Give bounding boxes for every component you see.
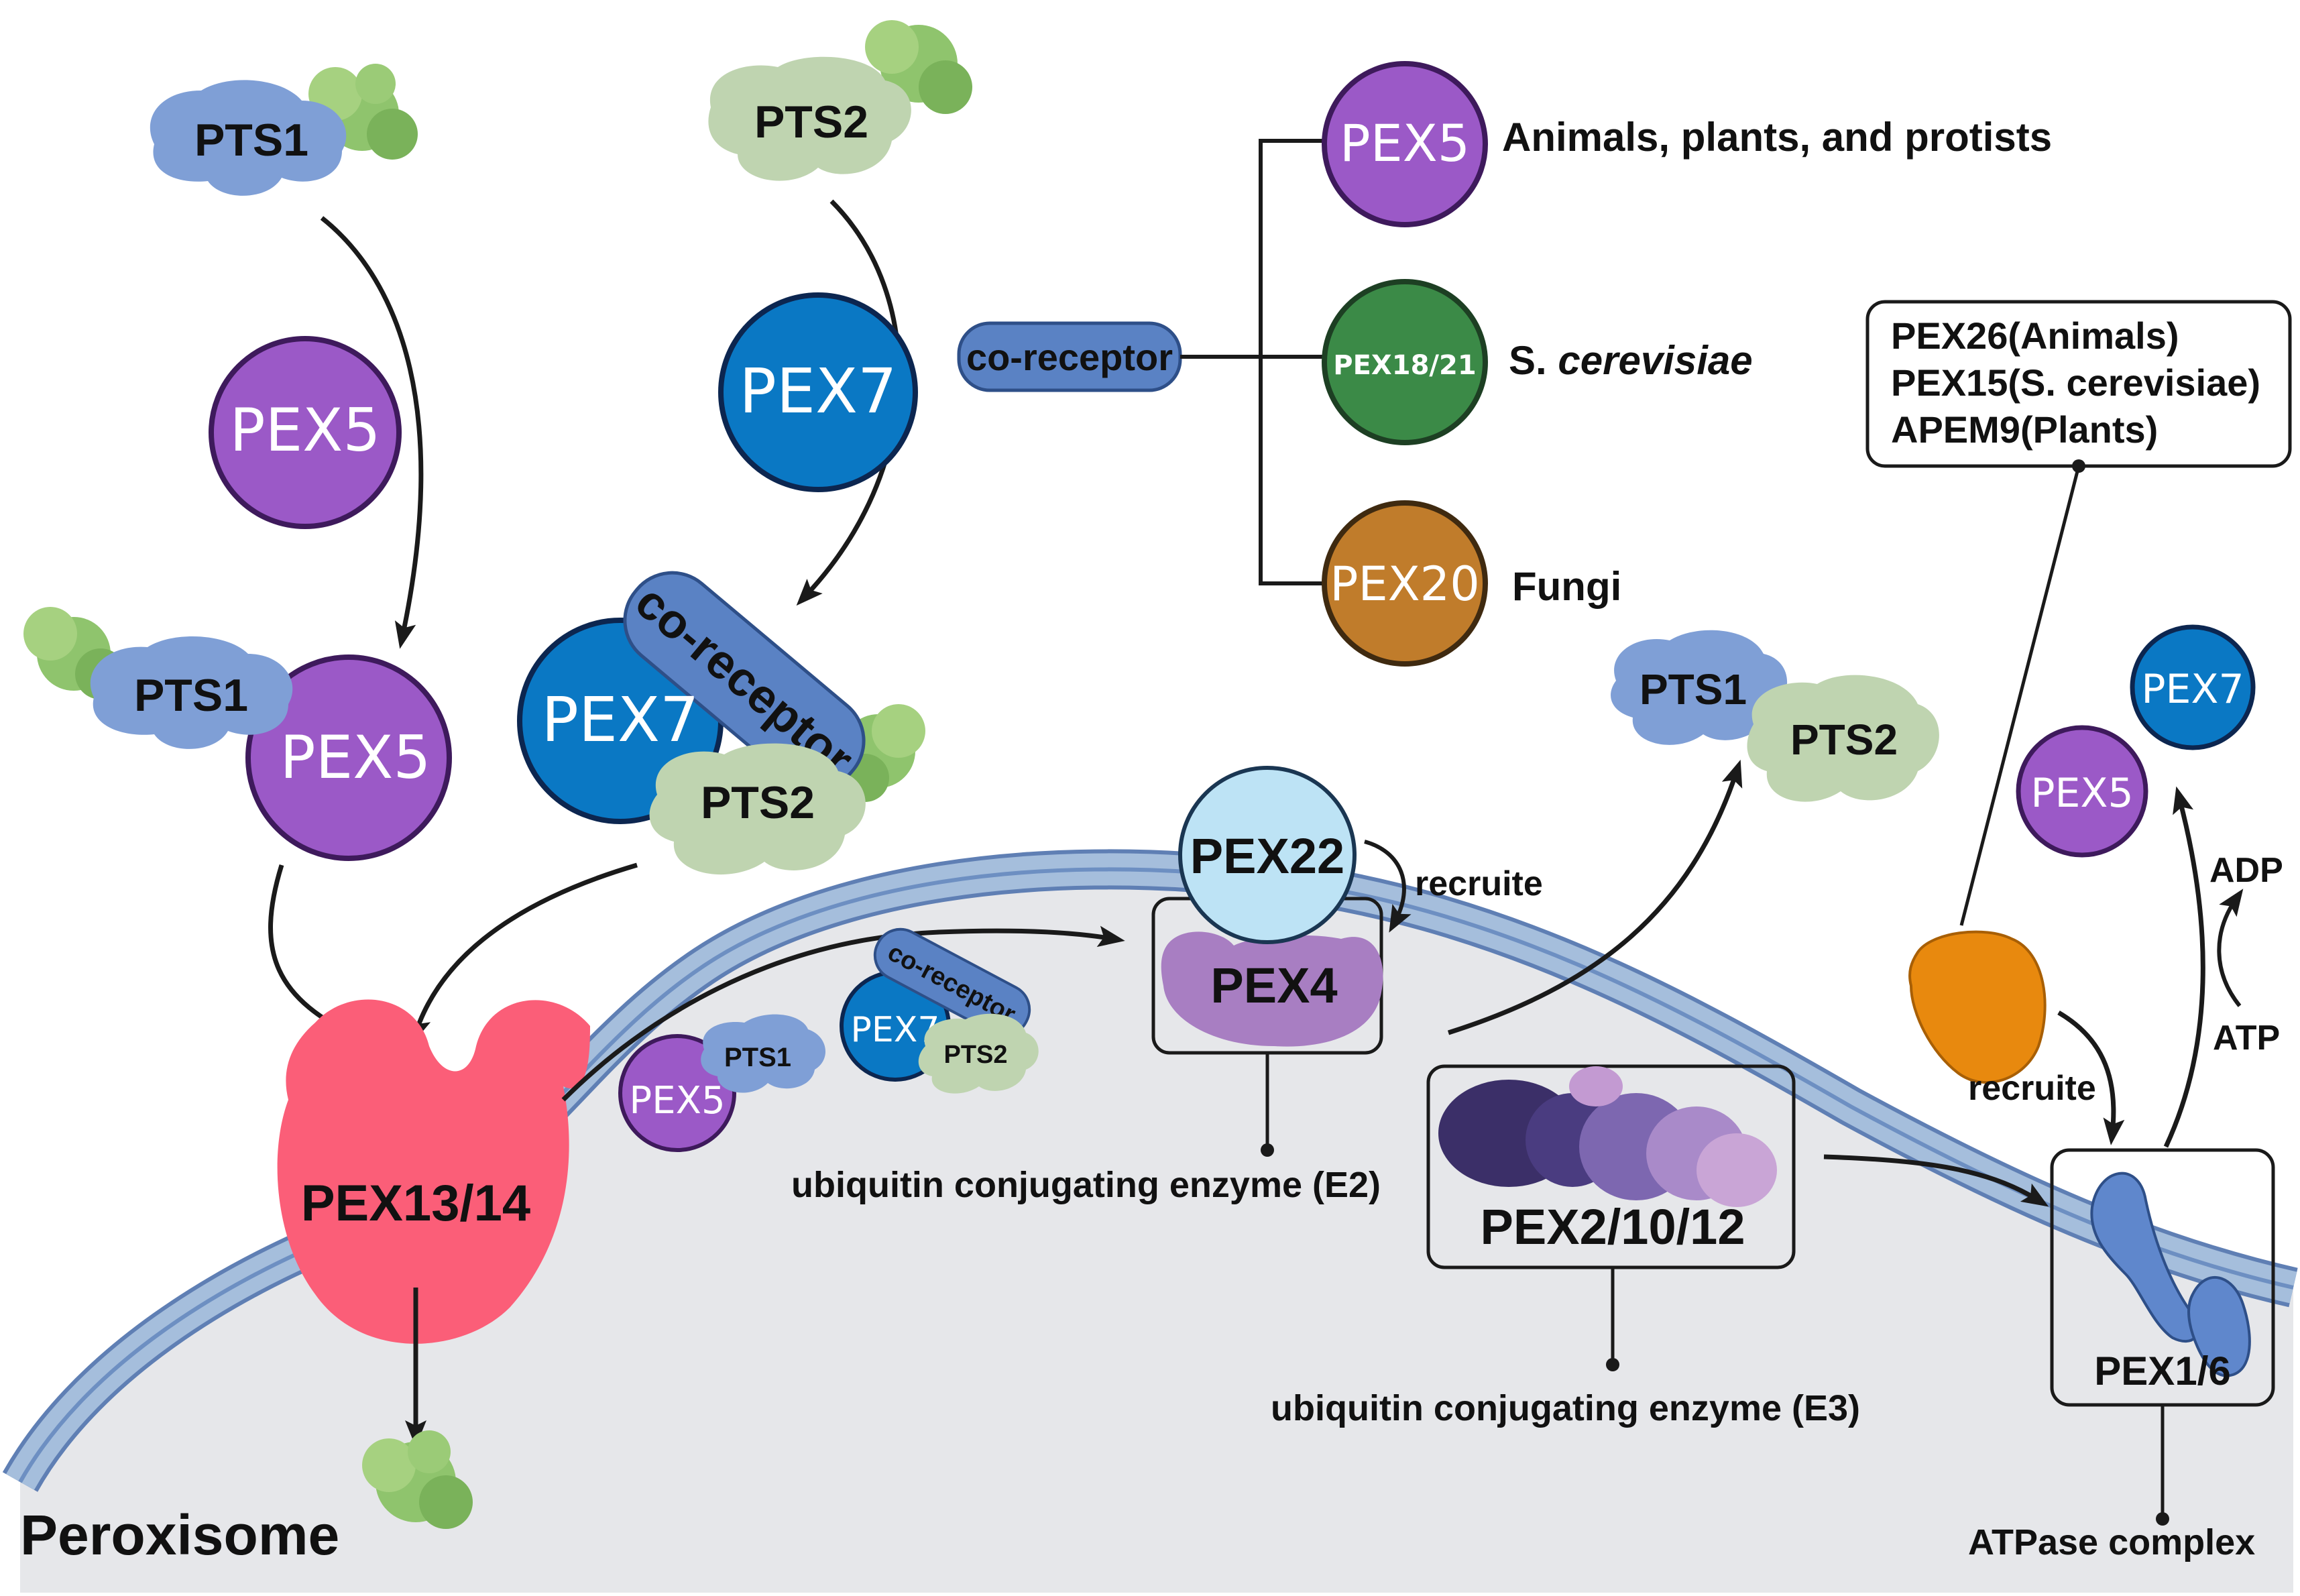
pex5-label: PEX5 [2030, 770, 2133, 817]
anchor-line-2: PEX15(S. cerevisiae) [1891, 361, 2260, 404]
pex22-label: PEX22 [1190, 828, 1344, 884]
pts2-shape [708, 56, 911, 181]
cargo-protein-icon [865, 20, 972, 114]
pts2-label: PTS2 [943, 1041, 1007, 1069]
pex20-label: PEX20 [1330, 557, 1479, 612]
pts1-label: PTS1 [724, 1043, 791, 1072]
atpase-label: ATPase complex [1968, 1522, 2255, 1562]
e3-label: ubiquitin conjugating enzyme (E3) [1271, 1388, 1860, 1428]
arrow-pex4-to-released-cargo [1447, 759, 1743, 1035]
pex13-14-channel: PEX13/14 [277, 999, 590, 1344]
e2-label: ubiquitin conjugating enzyme (E2) [791, 1165, 1381, 1205]
pex2-10-12-label: PEX2/10/12 [1481, 1199, 1745, 1255]
pex2-10-12-complex: PEX2/10/12 [1426, 1064, 1796, 1269]
recruite-label: recruite [1415, 864, 1543, 903]
pex7-label: PEX7 [541, 684, 699, 756]
arrow-pex1-to-receptors [2163, 786, 2205, 1148]
pex5-receptor-free: PEX5 [209, 336, 402, 529]
co-receptor-label: co-receptor [966, 336, 1173, 378]
arrow-membrane-to-pex4 [561, 925, 1125, 1102]
pts2-cargo-complex-top: PTS2 [708, 20, 972, 181]
pts2-label: PTS2 [701, 777, 815, 828]
anchor-line-3: APEM9(Plants) [1891, 408, 2158, 451]
pex20-fungi-node: PEX20 Fungi [1322, 500, 1621, 667]
pex4-pex22-complex: PEX22 PEX4 [1151, 766, 1383, 1055]
arrow-recruite-pex22 [1364, 840, 1412, 933]
arrow-pex2-to-pex1 [1823, 1154, 2049, 1207]
anchor-line-1: PEX26(Animals) [1891, 315, 2179, 357]
pex18-21-label: PEX18/21 [1333, 350, 1476, 381]
branch-lines [1180, 139, 1324, 585]
pex5-animals-node: PEX5 Animals, plants, and protists [1322, 61, 2052, 227]
pex13-14-label: PEX13/14 [301, 1175, 530, 1232]
released-pts-complex: PTS1 PTS2 [1611, 630, 1939, 802]
recruite-label: recruite [1968, 1069, 2096, 1108]
pex5-pts1-complex: PTS1 PEX5 [23, 607, 452, 861]
pex5-label: PEX5 [629, 1079, 725, 1123]
pts2-label: PTS2 [754, 97, 868, 148]
pex1-6-label: PEX1/6 [2094, 1349, 2230, 1393]
pts2-label: PTS2 [1790, 716, 1898, 764]
cargo-protein-icon [362, 1430, 473, 1529]
arrow-atp-to-adp [2217, 889, 2244, 1007]
pts2-shape [1747, 675, 1939, 802]
pex5-recycled: PEX5 [2016, 725, 2148, 858]
anchor-protein-shape [1908, 930, 2047, 1084]
pts1-label: PTS1 [194, 115, 308, 166]
pts1-label: PTS1 [1640, 665, 1747, 714]
pts1-shape [150, 80, 347, 196]
pex7-label: PEX7 [739, 355, 897, 427]
pts1-shape [1611, 630, 1788, 745]
peroxisome-label: Peroxisome [20, 1503, 339, 1566]
pex4-shape [1161, 931, 1383, 1047]
pts1-label: PTS1 [134, 670, 248, 721]
pex5-label: PEX5 [280, 723, 431, 792]
pex5-label: PEX5 [230, 396, 381, 465]
organism-yeast-label: S. cerevisiae [1509, 338, 1753, 383]
atp-label: ATP [2213, 1019, 2280, 1058]
pts1-shape [90, 636, 293, 749]
arrow-pts1-to-pex5 [320, 216, 424, 649]
pex4-label: PEX4 [1210, 958, 1337, 1013]
arrow-recruite-anchor [2057, 1010, 2125, 1145]
pts2-shape [649, 743, 866, 875]
organism-animals-label: Animals, plants, and protists [1502, 115, 2052, 160]
arrow-pex7-to-pex13 [410, 862, 638, 1045]
pts1-shape [701, 1014, 826, 1093]
organism-fungi-label: Fungi [1512, 564, 1621, 609]
pts1-cargo-complex-top: PTS1 [150, 64, 418, 196]
pex7-label: PEX7 [2141, 666, 2244, 713]
pex22-shape [1178, 766, 1357, 944]
pex7-recycled: PEX7 [2130, 624, 2256, 750]
co-receptor-pill: co-receptor [957, 321, 1182, 392]
e3-ligase-shape [1438, 1066, 1777, 1207]
anchor-protein-box: PEX26(Animals) PEX15(S. cerevisiae) APEM… [1865, 300, 2292, 468]
pex7-coreceptor-pts2-complex: co-receptor PEX7 PTS2 [517, 571, 925, 875]
pts2-shape [918, 1013, 1039, 1094]
pex7-receptor-free: PEX7 [718, 292, 918, 492]
pex5-label: PEX5 [1340, 113, 1470, 173]
adp-label: ADP [2209, 851, 2283, 890]
pex5-pts1-lumen: PEX5 PTS1 [618, 1014, 826, 1152]
pex18-21-yeast-node: PEX18/21 S. cerevisiae [1322, 279, 1753, 445]
